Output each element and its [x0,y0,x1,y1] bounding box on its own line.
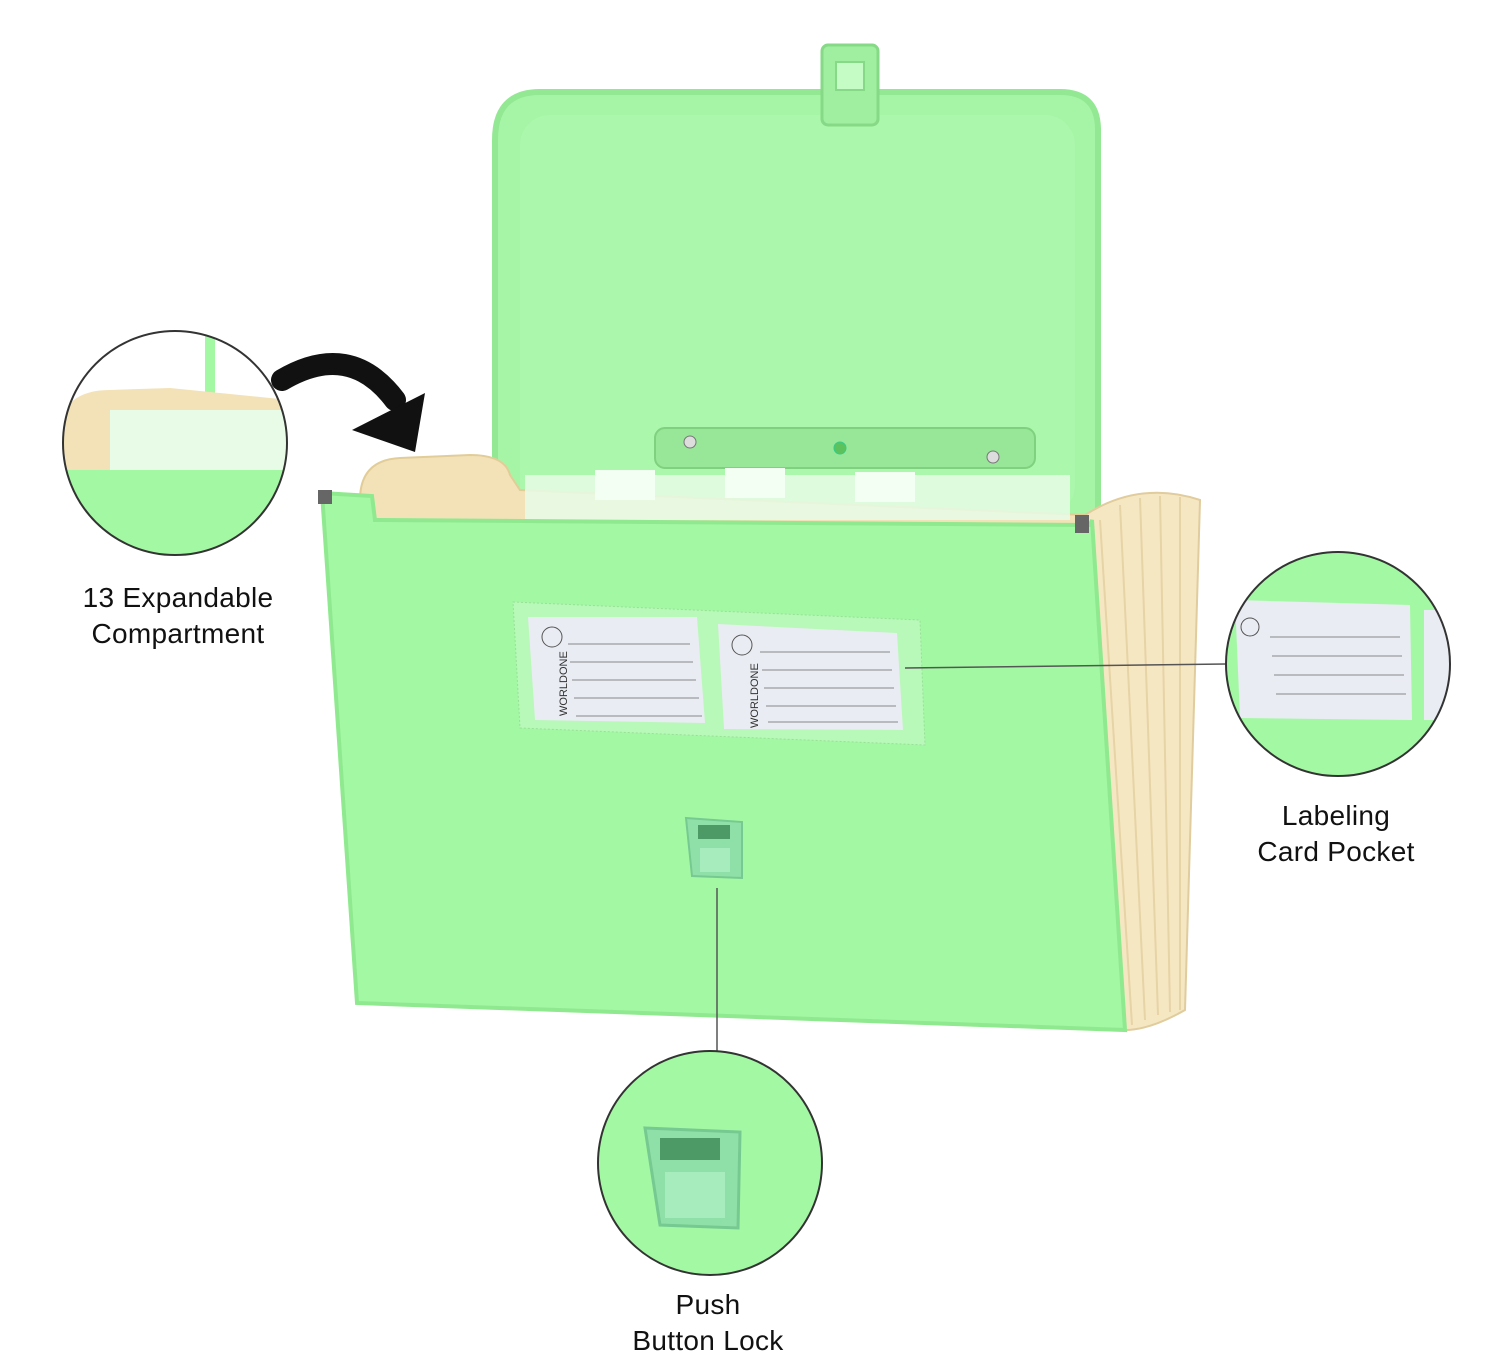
curved-arrow-icon [271,353,425,452]
callout-line: 13 Expandable [82,582,274,613]
push-button-lock [684,816,743,880]
label-brand-text: WORLDONE [749,663,761,728]
callout-compartments: 13 Expandable Compartment [38,580,318,652]
label-brand-text: WORLDONE [558,651,570,716]
callout-line: Card Pocket [1257,836,1415,867]
callout-label-pocket: Labeling Card Pocket [1196,798,1476,870]
label-pockets: WORLDONE WORLDONE [512,601,926,746]
callout-push-lock: Push Button Lock [568,1287,848,1359]
callout-line: Labeling [1281,800,1391,831]
flap-clasp [820,43,880,127]
callout-line: Push [675,1289,741,1320]
label-card: WORLDONE [528,617,705,723]
callout-line: Button Lock [632,1325,784,1356]
callout-line: Compartment [91,618,265,649]
accordion-gusset [1083,491,1202,1032]
zoom-circle-push-lock [597,1050,823,1276]
label-card: WORLDONE [718,624,903,730]
zoom-circle-compartments [62,330,288,556]
flap-strap [654,427,1036,469]
leader-lines [716,663,1227,1051]
folder-flap [492,89,1101,523]
folder-front [318,490,1128,1033]
zoom-circle-label-pocket [1225,551,1451,777]
